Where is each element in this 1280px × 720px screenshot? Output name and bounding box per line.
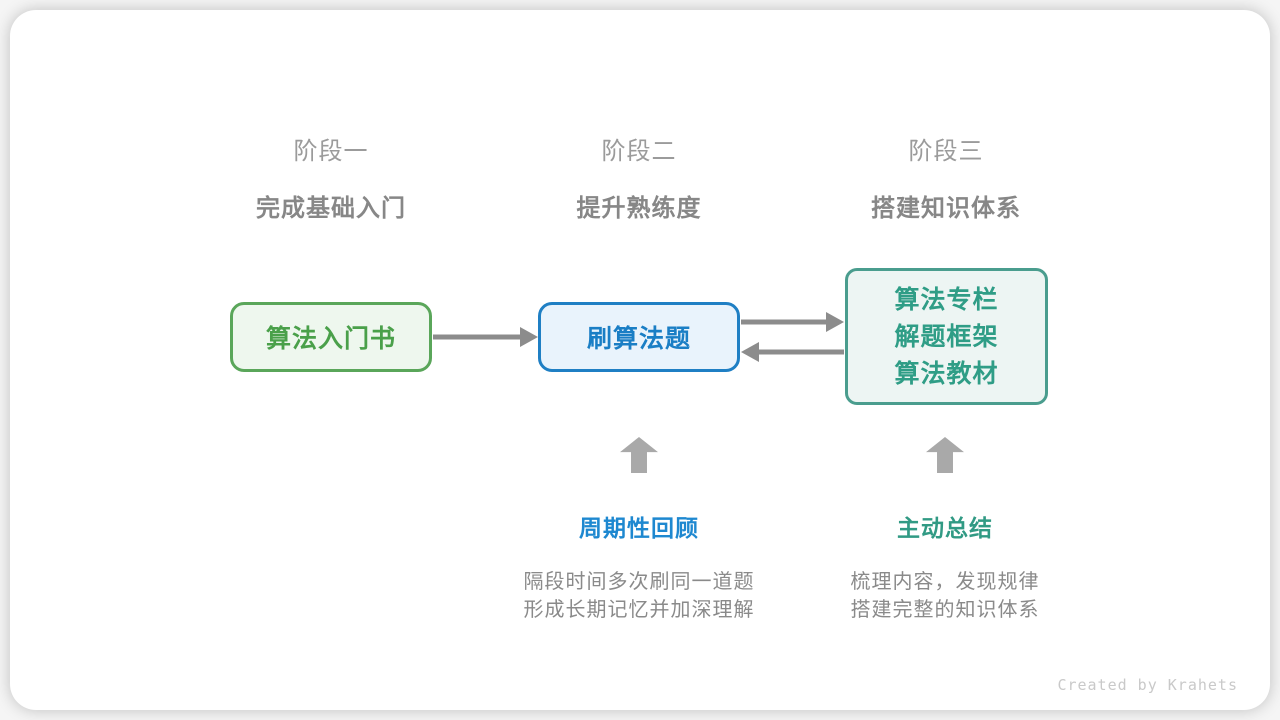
- desc-line: 形成长期记忆并加深理解: [523, 597, 755, 621]
- node-practice: 刷算法题: [538, 302, 740, 372]
- arrow-left-icon: [741, 342, 844, 362]
- stage-1-header: 阶段一 完成基础入门: [256, 131, 406, 223]
- node-resources: 算法专栏 解题框架 算法教材: [845, 268, 1048, 405]
- arrow-head: [741, 342, 759, 362]
- desc-line: 梳理内容，发现规律: [850, 569, 1040, 593]
- desc-line: 隔段时间多次刷同一道题: [523, 569, 755, 593]
- callout-periodic-review-title: 周期性回顾: [579, 516, 699, 542]
- stage-1-label: 阶段一: [293, 137, 369, 165]
- stage-2-label: 阶段二: [601, 137, 677, 165]
- arrow-right-icon: [433, 327, 538, 347]
- stage-1-subtitle: 完成基础入门: [256, 194, 406, 222]
- node-practice-label: 刷算法题: [586, 324, 691, 353]
- arrow-head: [826, 312, 844, 332]
- callout-periodic-review: 周期性回顾 隔段时间多次刷同一道题 形成长期记忆并加深理解: [524, 509, 755, 623]
- node-resources-line-2: 解题框架: [894, 322, 999, 351]
- stage-2-subtitle: 提升熟练度: [576, 194, 702, 222]
- node-beginner-book-label: 算法入门书: [265, 324, 396, 353]
- callout-active-summary: 主动总结 梳理内容，发现规律 搭建完整的知识体系: [851, 509, 1040, 623]
- node-resources-line-1: 算法专栏: [894, 285, 999, 314]
- node-beginner-book: 算法入门书: [230, 302, 432, 372]
- stage-3-subtitle: 搭建知识体系: [871, 194, 1021, 222]
- arrow-shaft: [741, 319, 829, 325]
- callout-periodic-review-desc: 隔段时间多次刷同一道题 形成长期记忆并加深理解: [524, 567, 755, 623]
- callout-active-summary-desc: 梳理内容，发现规律 搭建完整的知识体系: [851, 567, 1040, 623]
- desc-line: 搭建完整的知识体系: [850, 597, 1040, 621]
- callout-active-summary-title: 主动总结: [897, 516, 993, 542]
- credit-text: Created by Krahets: [1057, 676, 1238, 694]
- stage-3-header: 阶段三 搭建知识体系: [871, 131, 1021, 223]
- stage-2-header: 阶段二 提升熟练度: [577, 131, 702, 223]
- stage-3-label: 阶段三: [908, 137, 984, 165]
- arrow-right-icon: [741, 312, 844, 332]
- node-resources-line-3: 算法教材: [894, 359, 999, 388]
- arrow-head: [520, 327, 538, 347]
- arrow-shaft: [433, 334, 523, 340]
- arrow-shaft: [756, 349, 844, 355]
